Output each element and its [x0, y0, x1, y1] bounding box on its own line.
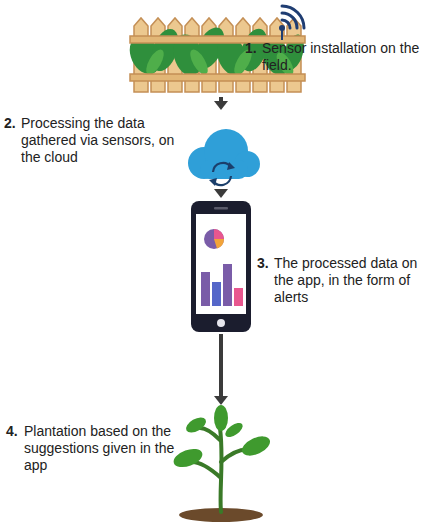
step-number: 4.: [6, 423, 24, 440]
cloud-illustration: [188, 129, 260, 186]
step-text: Plantation based on the suggestions give…: [24, 423, 196, 474]
step-number: 3.: [257, 255, 274, 272]
plant-illustration: [171, 405, 273, 522]
flow-arrow: [214, 189, 228, 198]
step-text: Processing the data gathered via sensors…: [21, 115, 181, 166]
step-number: 1.: [245, 40, 262, 57]
step-text: The processed data on the app, in the fo…: [274, 255, 436, 306]
step-node: 3.The processed data on the app, in the …: [188, 200, 440, 332]
flow-arrow: [214, 334, 228, 405]
step-node: 2.Processing the data gathered via senso…: [4, 112, 260, 188]
flow-arrow: [214, 97, 228, 110]
step-node: 1.Sensor installation on the field.: [130, 3, 435, 95]
phone-illustration: [191, 201, 251, 332]
step-number: 2.: [4, 115, 21, 132]
arrow-head: [214, 396, 228, 405]
arrow-head: [214, 189, 228, 198]
step-text: Sensor installation on the field.: [262, 40, 432, 74]
arrow-shaft: [219, 334, 223, 396]
step-node: 4.Plantation based on the suggestions gi…: [6, 407, 268, 522]
arrow-shaft: [219, 97, 223, 101]
arrow-head: [214, 101, 228, 110]
